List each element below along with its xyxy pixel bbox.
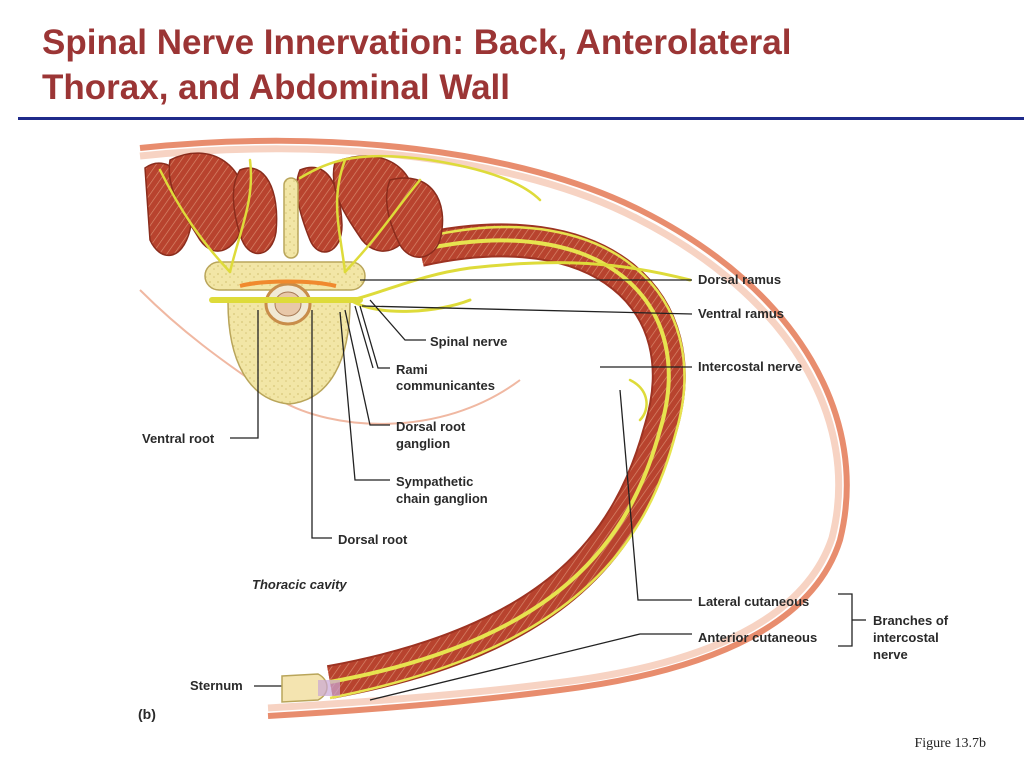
back-muscles <box>144 152 444 258</box>
sternum <box>281 673 340 703</box>
intercostal-muscles <box>326 223 686 700</box>
label-rami-line2: communicantes <box>396 378 495 393</box>
title-line-1: Spinal Nerve Innervation: Back, Anterola… <box>42 23 792 62</box>
label-branches-line2: intercostal <box>873 630 939 645</box>
label-spinal-nerve: Spinal nerve <box>430 334 507 349</box>
label-thoracic-cavity: Thoracic cavity <box>252 577 347 592</box>
label-drg-line2: ganglion <box>396 436 450 451</box>
label-intercostal-nerve: Intercostal nerve <box>698 359 802 374</box>
figure-caption: Figure 13.7b <box>914 736 986 751</box>
label-rami-line1: Rami <box>396 362 428 377</box>
panel-letter: (b) <box>138 706 156 722</box>
leader-lines <box>230 279 866 701</box>
label-ventral-root: Ventral root <box>142 431 215 446</box>
label-dorsal-ramus: Dorsal ramus <box>698 272 781 287</box>
title-divider <box>18 117 1024 120</box>
label-branches-line1: Branches of <box>873 613 949 628</box>
label-drg-line1: Dorsal root <box>396 419 466 434</box>
label-symp-line2: chain ganglion <box>396 491 488 506</box>
label-ventral-ramus: Ventral ramus <box>698 306 784 321</box>
title-line-2: Thorax, and Abdominal Wall <box>42 68 510 107</box>
label-dorsal-root: Dorsal root <box>338 532 408 547</box>
label-anterior-cutaneous: Anterior cutaneous <box>698 630 817 645</box>
nerve-paths <box>158 154 692 422</box>
label-branches-line3: nerve <box>873 647 908 662</box>
label-sternum: Sternum <box>190 678 243 693</box>
label-symp-line1: Sympathetic <box>396 474 473 489</box>
slide-title: Spinal Nerve Innervation: Back, Anterola… <box>42 20 1002 110</box>
label-lateral-cutaneous: Lateral cutaneous <box>698 594 809 609</box>
